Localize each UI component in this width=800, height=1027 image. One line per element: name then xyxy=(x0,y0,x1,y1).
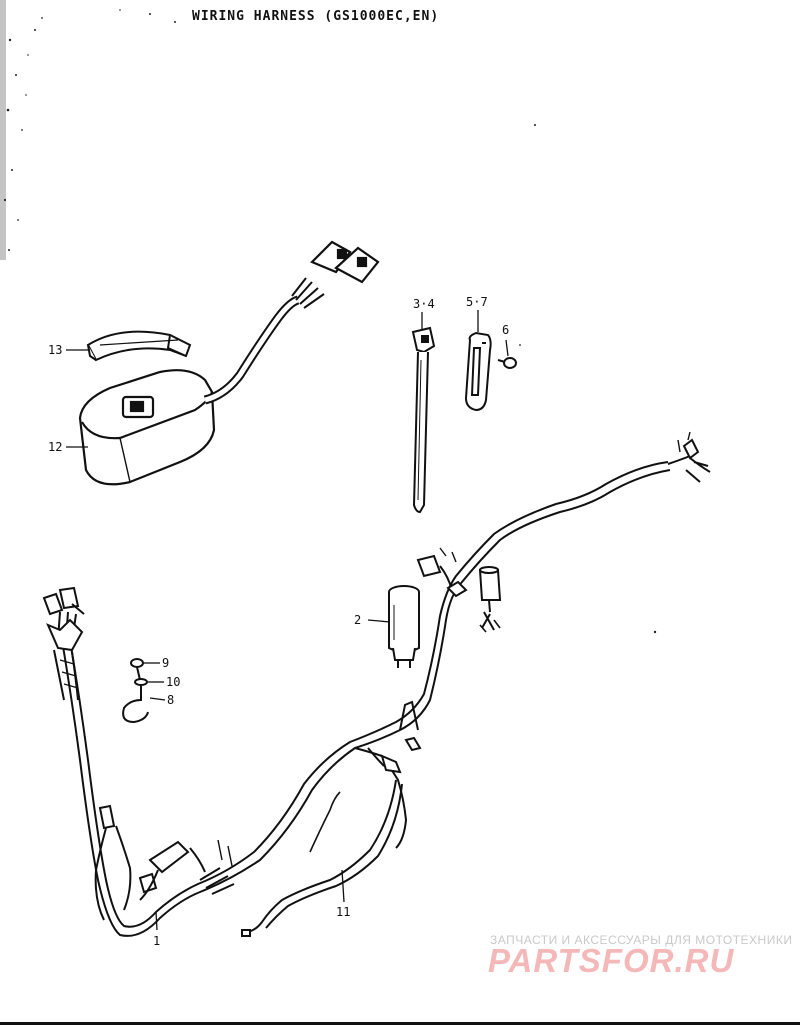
leaders-8-9-10 xyxy=(144,662,166,701)
diagram-title: WIRING HARNESS (GS1000EC,EN) xyxy=(192,9,440,24)
part-number-labels: 13 12 3·4 5·7 6 2 9 10 8 13 11 1 xyxy=(48,295,509,948)
part-8-9-10-hardware xyxy=(122,658,149,724)
part-12-module xyxy=(78,240,380,486)
part-11-lead-wire xyxy=(241,779,403,937)
leader-11 xyxy=(341,869,345,903)
leader-6 xyxy=(505,339,509,357)
part-6-screw xyxy=(497,357,517,369)
watermark-tagline: ЗАПЧАСТИ И АКСЕССУАРЫ ДЛЯ МОТОТЕХНИКИ xyxy=(490,933,793,947)
label-5-7: 5·7 xyxy=(466,295,488,309)
label-10: 10 xyxy=(166,675,180,689)
scan-noise xyxy=(0,0,657,634)
label-8: 8 xyxy=(167,693,174,707)
label-9: 9 xyxy=(162,656,169,670)
part-2-relay xyxy=(388,585,420,668)
part-5-7-clamp xyxy=(464,331,492,412)
label-11-visible: 11 xyxy=(336,905,350,919)
label-12: 12 xyxy=(48,440,62,454)
part-13-bracket xyxy=(86,330,192,362)
watermark-logo: PARTSFOR.RU xyxy=(488,942,735,979)
part-1-main-harness xyxy=(42,431,711,937)
leader-1 xyxy=(155,911,158,931)
bottom-frame-line xyxy=(0,1022,800,1025)
label-6: 6 xyxy=(502,323,509,337)
label-2: 2 xyxy=(354,613,361,627)
label-1: 1 xyxy=(153,934,160,948)
leader-2 xyxy=(367,619,391,623)
label-13: 13 xyxy=(48,343,62,357)
label-3-4: 3·4 xyxy=(413,297,435,311)
part-3-4-cable-tie xyxy=(411,326,436,514)
